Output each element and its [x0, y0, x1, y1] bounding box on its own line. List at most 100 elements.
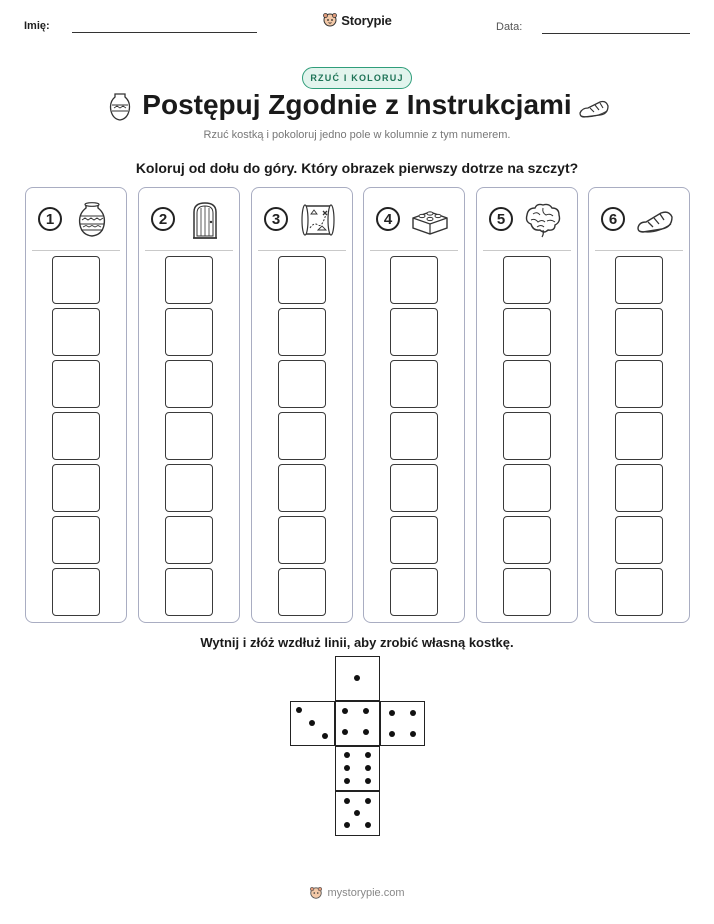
dice-pip [388, 730, 395, 737]
color-cell[interactable] [278, 412, 326, 460]
dice-pip [343, 765, 350, 771]
color-cell[interactable] [278, 256, 326, 304]
color-cell[interactable] [503, 568, 551, 616]
color-cell[interactable] [615, 568, 663, 616]
column-1: 1 [25, 187, 127, 623]
dice-pip [354, 810, 360, 816]
color-cell[interactable] [615, 412, 663, 460]
color-cell[interactable] [615, 464, 663, 512]
color-cell[interactable] [390, 464, 438, 512]
color-cell[interactable] [503, 256, 551, 304]
column-6: 6 [588, 187, 690, 623]
color-cell[interactable] [52, 256, 100, 304]
dice-pip [388, 709, 395, 716]
column-5: 5 [476, 187, 578, 623]
storypie-mascot-icon [323, 13, 338, 27]
footer: mystorypie.com [0, 886, 714, 900]
dice-face-3 [290, 701, 335, 746]
color-cell[interactable] [52, 360, 100, 408]
sandal-icon [635, 200, 675, 240]
column-number: 2 [151, 207, 175, 231]
cut-instruction: Wytnij i złóż wzdłuż linii, aby zrobić w… [200, 635, 514, 650]
color-cell[interactable] [615, 256, 663, 304]
color-cell[interactable] [165, 516, 213, 564]
color-cell[interactable] [165, 412, 213, 460]
color-cell[interactable] [278, 464, 326, 512]
dice-face-1 [335, 656, 380, 701]
color-cell[interactable] [52, 308, 100, 356]
storypie-mascot-icon [310, 886, 323, 899]
color-cell[interactable] [165, 464, 213, 512]
color-cell[interactable] [503, 360, 551, 408]
page-title: Postępuj Zgodnie z Instrukcjami [142, 89, 572, 120]
dice-pip [409, 730, 416, 737]
color-cell[interactable] [52, 464, 100, 512]
color-cell[interactable] [503, 516, 551, 564]
dice-pip [364, 777, 371, 784]
color-cell[interactable] [615, 308, 663, 356]
color-cell[interactable] [390, 360, 438, 408]
treasure-map-icon [298, 200, 338, 240]
color-cell[interactable] [390, 412, 438, 460]
dice-pip [364, 798, 371, 805]
color-cell[interactable] [278, 568, 326, 616]
date-label: Data: [496, 21, 523, 33]
color-cell[interactable] [390, 308, 438, 356]
dice-pip [364, 765, 371, 771]
color-cell[interactable] [278, 516, 326, 564]
activity-badge: RZUĆ I KOLORUJ [302, 67, 412, 89]
color-cell[interactable] [503, 308, 551, 356]
dice-pip [363, 729, 370, 736]
dice-pip [342, 708, 349, 715]
dice-pip [343, 798, 350, 805]
column-divider [483, 250, 571, 251]
column-divider [370, 250, 458, 251]
dice-pip [342, 729, 349, 736]
lego-brick-icon [410, 200, 450, 240]
column-number: 5 [489, 207, 513, 231]
color-cell[interactable] [390, 256, 438, 304]
color-cell[interactable] [165, 360, 213, 408]
column-divider [32, 250, 120, 251]
color-cell[interactable] [503, 464, 551, 512]
color-cell[interactable] [615, 516, 663, 564]
page-subtitle: Rzuć kostką i pokoloruj jedno pole w kol… [203, 129, 511, 141]
column-divider [595, 250, 683, 251]
column-number: 1 [38, 207, 62, 231]
column-3: 3 [251, 187, 353, 623]
color-cell[interactable] [390, 568, 438, 616]
column-number: 4 [376, 207, 400, 231]
dice-pip [409, 709, 416, 716]
vase-title-icon [109, 93, 131, 121]
color-cell[interactable] [615, 360, 663, 408]
dice-pip [343, 777, 350, 784]
color-cell[interactable] [52, 412, 100, 460]
name-line[interactable] [72, 32, 257, 33]
color-cell[interactable] [503, 412, 551, 460]
coloring-instruction: Koloruj od dołu do góry. Który obrazek p… [135, 160, 579, 176]
footer-url[interactable]: mystorypie.com [327, 887, 405, 899]
color-cell[interactable] [165, 308, 213, 356]
color-cell[interactable] [52, 516, 100, 564]
date-line[interactable] [542, 33, 690, 34]
color-cell[interactable] [165, 256, 213, 304]
name-label: Imię: [24, 20, 50, 32]
dice-pip [321, 732, 328, 739]
color-cell[interactable] [52, 568, 100, 616]
brand-logo: Storypie [0, 12, 714, 28]
brain-icon [523, 200, 563, 240]
color-cell[interactable] [278, 360, 326, 408]
column-number: 6 [601, 207, 625, 231]
dice-face-5 [335, 791, 380, 836]
dice-face-6 [335, 746, 380, 791]
color-cell[interactable] [390, 516, 438, 564]
color-cell[interactable] [165, 568, 213, 616]
column-number: 3 [264, 207, 288, 231]
dice-pip [309, 720, 315, 726]
column-divider [145, 250, 233, 251]
dice-face-4 [380, 701, 425, 746]
dice-pip [296, 707, 303, 714]
color-cell[interactable] [278, 308, 326, 356]
dice-pip [343, 821, 350, 828]
door-icon [185, 200, 225, 240]
